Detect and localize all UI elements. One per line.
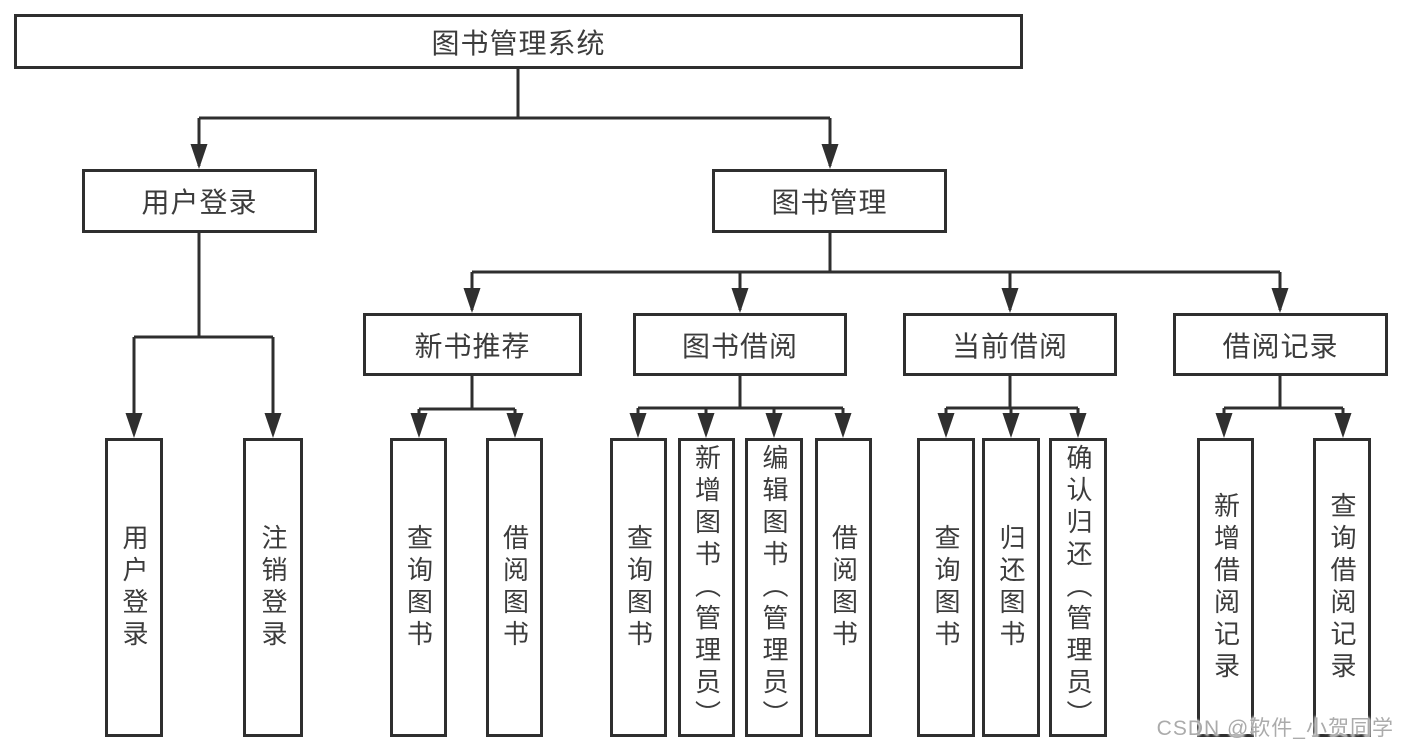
leaf-borrow-books-borrowing-label: 借阅图书 [828, 523, 859, 652]
leaf-borrow-books-recommend-label: 借阅图书 [499, 523, 530, 652]
node-book-borrowing-label: 图书借阅 [681, 330, 798, 362]
leaf-add-borrow-record-label: 新增借阅记录 [1210, 491, 1241, 684]
node-user-login: 用户登录 [82, 169, 317, 233]
leaf-edit-book-admin-label: 编辑图书（管理员） [759, 443, 789, 732]
leaf-query-books-recommend: 查询图书 [390, 438, 447, 737]
node-book-management: 图书管理 [712, 169, 947, 233]
node-root-label: 图书管理系统 [431, 27, 606, 59]
leaf-return-book-label: 归还图书 [996, 523, 1026, 652]
leaf-user-login: 用户登录 [105, 438, 163, 737]
node-new-book-recommend-label: 新书推荐 [414, 330, 531, 362]
csdn-watermark: CSDN @软件_小贺同学 [1156, 717, 1394, 740]
node-new-book-recommend: 新书推荐 [363, 313, 582, 376]
arrow-heads [125, 144, 1352, 438]
leaf-add-book-admin-label: 新增图书（管理员） [691, 443, 722, 732]
node-root-library-system: 图书管理系统 [14, 14, 1023, 69]
leaf-user-login-label: 用户登录 [119, 523, 149, 652]
connector-shafts [132, 69, 1345, 434]
node-current-borrowing-label: 当前借阅 [951, 330, 1068, 362]
node-book-management-label: 图书管理 [771, 187, 888, 218]
leaf-query-borrow-record: 查询借阅记录 [1313, 438, 1371, 737]
node-borrowing-records: 借阅记录 [1173, 313, 1388, 376]
node-book-borrowing: 图书借阅 [633, 313, 847, 376]
node-user-login-label: 用户登录 [141, 187, 258, 218]
leaf-query-borrow-record-label: 查询借阅记录 [1327, 491, 1357, 684]
leaf-logout-label: 注销登录 [258, 523, 288, 652]
leaf-add-borrow-record: 新增借阅记录 [1197, 438, 1254, 737]
leaf-borrow-books-borrowing: 借阅图书 [815, 438, 872, 737]
node-current-borrowing: 当前借阅 [903, 313, 1117, 376]
leaf-query-books-current-label: 查询图书 [931, 523, 961, 652]
leaf-add-book-admin: 新增图书（管理员） [678, 438, 735, 737]
node-borrowing-records-label: 借阅记录 [1222, 330, 1339, 362]
leaf-query-books-borrowing-label: 查询图书 [623, 523, 654, 652]
leaf-query-books-current: 查询图书 [917, 438, 975, 737]
leaf-edit-book-admin: 编辑图书（管理员） [745, 438, 803, 737]
leaf-query-books-recommend-label: 查询图书 [403, 523, 434, 652]
leaf-query-books-borrowing: 查询图书 [610, 438, 667, 737]
leaf-confirm-return-admin-label: 确认归还（管理员） [1063, 443, 1093, 732]
leaf-return-book: 归还图书 [982, 438, 1040, 737]
leaf-borrow-books-recommend: 借阅图书 [486, 438, 543, 737]
leaf-logout: 注销登录 [243, 438, 303, 737]
leaf-confirm-return-admin: 确认归还（管理员） [1049, 438, 1107, 737]
